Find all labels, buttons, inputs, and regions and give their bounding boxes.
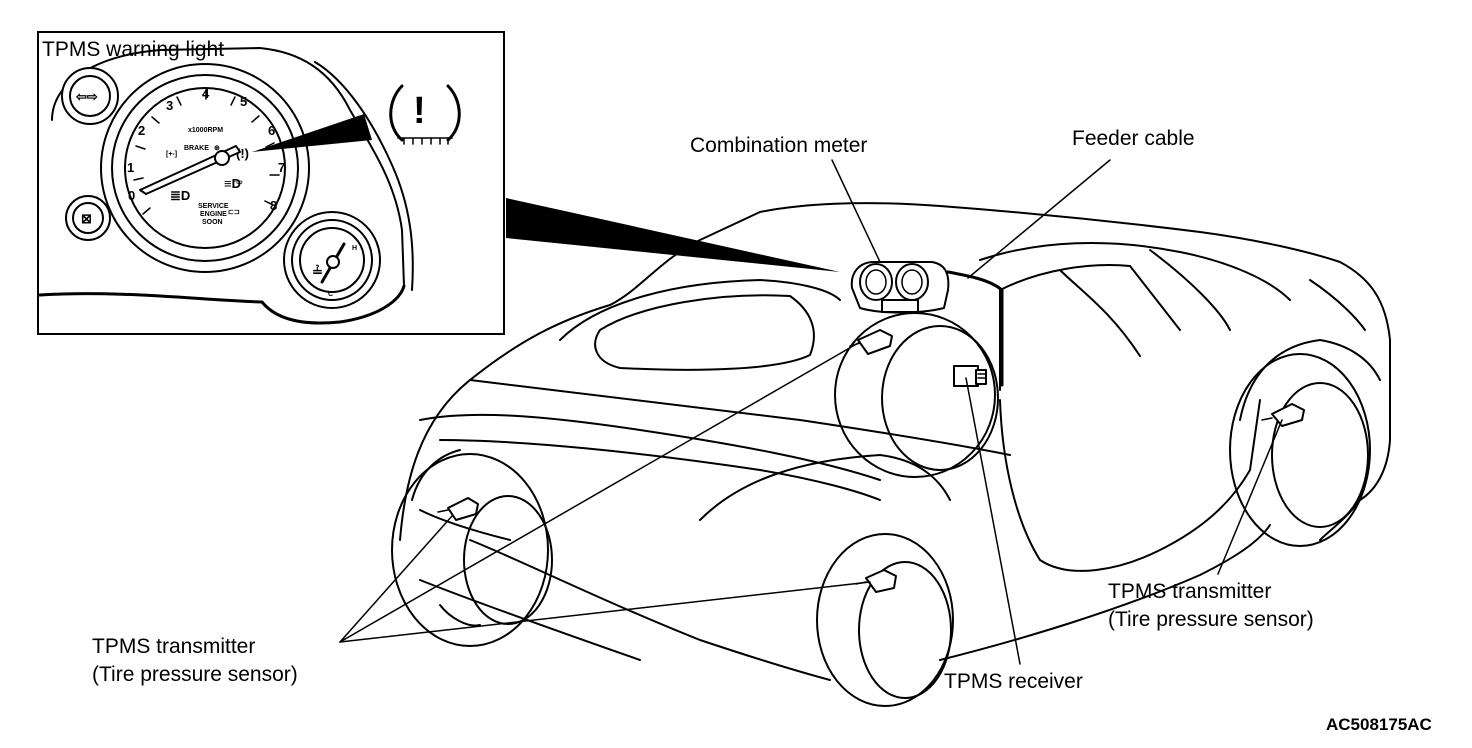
exclamation-icon: ! <box>413 90 426 132</box>
figure-code: AC508175AC <box>1326 715 1432 734</box>
engine-label: ENGINE <box>200 211 227 218</box>
feeder-cable-line <box>946 270 1004 387</box>
tpms-receiver-component <box>953 365 987 387</box>
label-transmitter-left-line1: TPMS transmitter <box>92 635 255 658</box>
label-receiver: TPMS receiver <box>944 670 1083 693</box>
tach-tick-2: 2 <box>138 123 145 138</box>
service-label: SERVICE <box>198 203 229 210</box>
soon-label: SOON <box>202 219 223 226</box>
battery-icon: [+-] <box>166 151 177 158</box>
tach-tick-5: 5 <box>240 94 247 109</box>
turn-signal-indicator: ⇦⇨ <box>61 67 119 125</box>
car-outline <box>391 202 1391 707</box>
svg-text:H: H <box>352 245 357 252</box>
turn-signal-arrows-icon: ⇦⇨ <box>75 89 98 104</box>
brake-indicator-label: BRAKE <box>184 145 209 152</box>
tpms-transmitter-front-left <box>855 569 897 593</box>
inset-title: TPMS warning light <box>42 38 224 61</box>
leader-lines <box>339 159 1283 665</box>
tach-tick-3: 3 <box>166 98 173 113</box>
tpms-transmitter-rear-left <box>437 497 479 521</box>
oil-icon: ⌐▭ <box>232 179 243 186</box>
svg-text:C: C <box>328 291 333 298</box>
coolant-temp-icon: ≟ <box>312 264 323 279</box>
label-combination-meter: Combination meter <box>690 134 867 157</box>
door-icon: ⊏⊐ <box>228 208 240 216</box>
temperature-gauge: ≟ H C <box>283 211 381 309</box>
tach-unit-label: x1000RPM <box>188 127 223 134</box>
tachometer: 0 1 2 3 4 5 6 7 8 x1000RPM BRAKE [+-] ⊕ … <box>100 63 310 273</box>
abs-icon: ⊕ <box>214 145 220 152</box>
fog-light-icon: ≡D <box>224 176 241 191</box>
tpms-transmitter-rear-right <box>849 329 893 355</box>
tach-tick-6: 6 <box>268 123 275 138</box>
hazard-button: ⊠ <box>65 195 111 241</box>
inset-panel: ⇦⇨ ⊠ 0 <box>37 31 505 335</box>
tach-tick-7: 7 <box>278 160 285 175</box>
label-transmitter-left-line2: (Tire pressure sensor) <box>92 663 298 686</box>
label-transmitter-right-line1: TPMS transmitter <box>1108 580 1271 603</box>
label-feeder-cable: Feeder cable <box>1072 127 1195 150</box>
inset-to-meter-wedge <box>506 198 840 272</box>
tach-tick-0: 0 <box>128 188 135 203</box>
headlight-icon: ≣D <box>170 188 190 203</box>
tach-tick-4: 4 <box>202 86 210 101</box>
tach-tick-8: 8 <box>270 198 277 213</box>
tpms-warning-light-symbol: ! <box>389 84 461 145</box>
warning-light-callout-wedge <box>252 114 372 152</box>
tach-tick-1: 1 <box>127 160 134 175</box>
hazard-icon: ⊠ <box>81 211 92 226</box>
label-transmitter-right-line2: (Tire pressure sensor) <box>1108 608 1314 631</box>
combination-meter-component <box>850 261 950 314</box>
